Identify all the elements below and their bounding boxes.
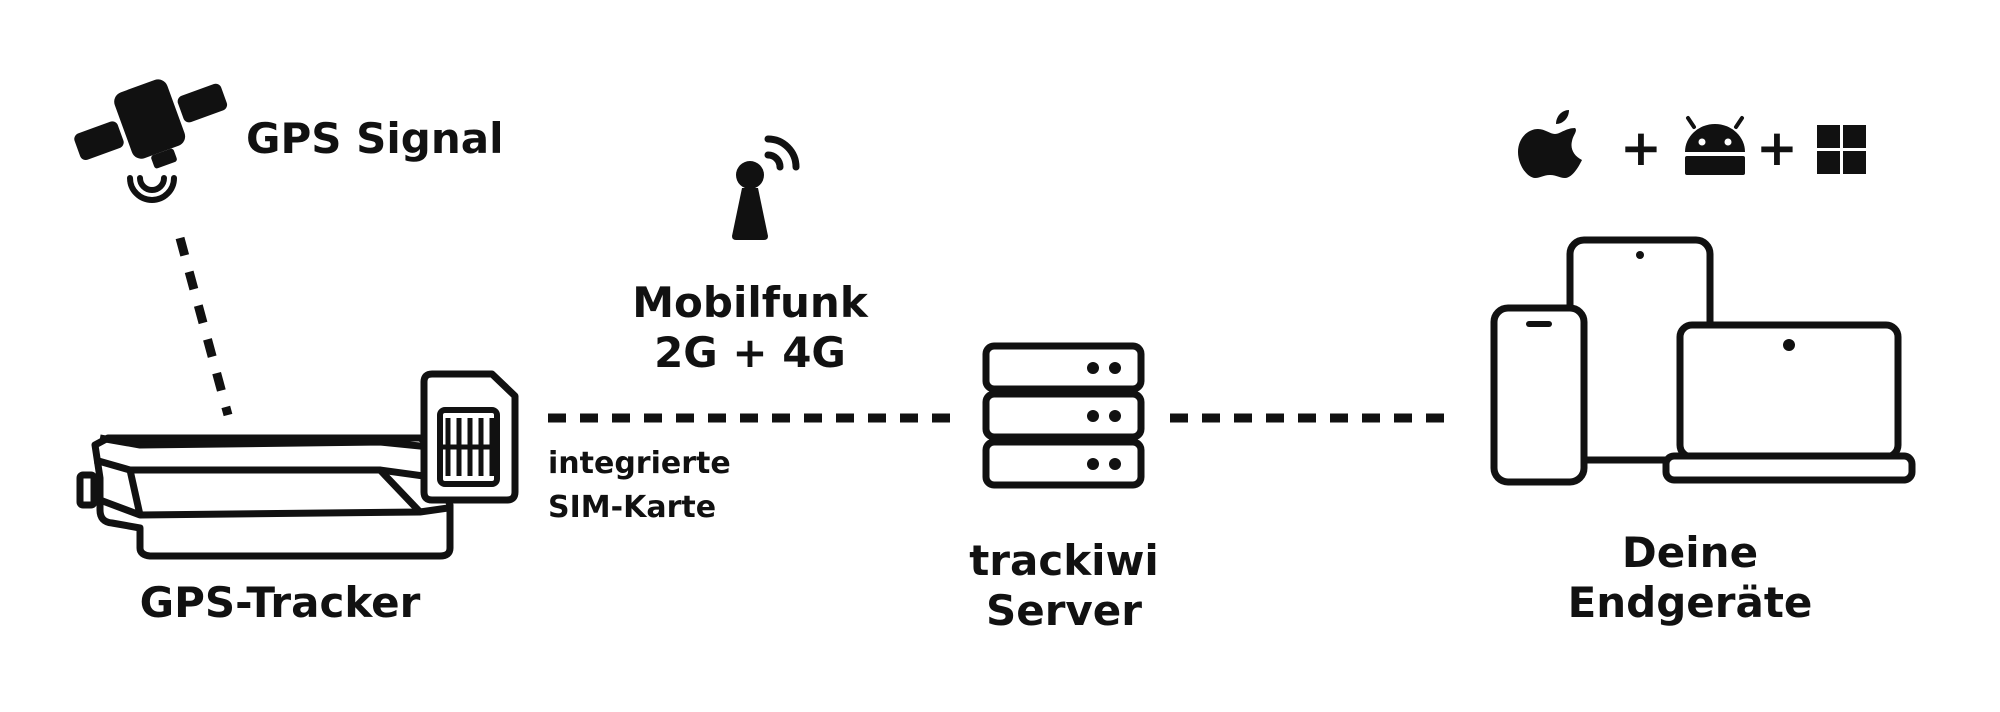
mobile-network-line2: 2G + 4G bbox=[654, 328, 846, 378]
server-line2: Server bbox=[985, 586, 1143, 636]
plus-sign-2: + bbox=[1756, 119, 1798, 177]
cell-tower-icon bbox=[732, 135, 800, 240]
satellite-icon bbox=[74, 79, 228, 203]
tracker-text: GPS-Tracker bbox=[139, 578, 421, 627]
sim-card-icon bbox=[420, 370, 519, 504]
server-icon bbox=[982, 342, 1145, 489]
devices-label: Deine Endgeräte bbox=[1540, 528, 1840, 629]
gps-signal-text: GPS Signal bbox=[246, 114, 504, 163]
android-icon bbox=[1685, 116, 1745, 175]
server-label: trackiwi Server bbox=[934, 536, 1194, 637]
gps-tracker-icon bbox=[76, 434, 454, 560]
gps-connection-line bbox=[175, 236, 233, 417]
smartphone-icon bbox=[1490, 304, 1588, 486]
laptop-icon bbox=[1662, 321, 1916, 484]
sim-card-label: integrierte SIM-Karte bbox=[548, 442, 731, 529]
sim-card-line1: integrierte bbox=[548, 446, 731, 481]
devices-line1: Deine bbox=[1621, 528, 1759, 577]
sim-card-line2: SIM-Karte bbox=[548, 489, 717, 525]
plus-sign-1: + bbox=[1620, 119, 1662, 177]
mobile-network-label: Mobilfunk 2G + 4G bbox=[620, 278, 880, 379]
server-line1: trackiwi bbox=[969, 536, 1159, 585]
gps-signal-label: GPS Signal bbox=[246, 114, 503, 164]
devices-line2: Endgeräte bbox=[1567, 578, 1813, 628]
mobile-network-line1: Mobilfunk bbox=[632, 278, 868, 327]
tracker-label: GPS-Tracker bbox=[120, 578, 440, 628]
windows-icon bbox=[1817, 125, 1866, 174]
apple-icon bbox=[1518, 110, 1582, 178]
